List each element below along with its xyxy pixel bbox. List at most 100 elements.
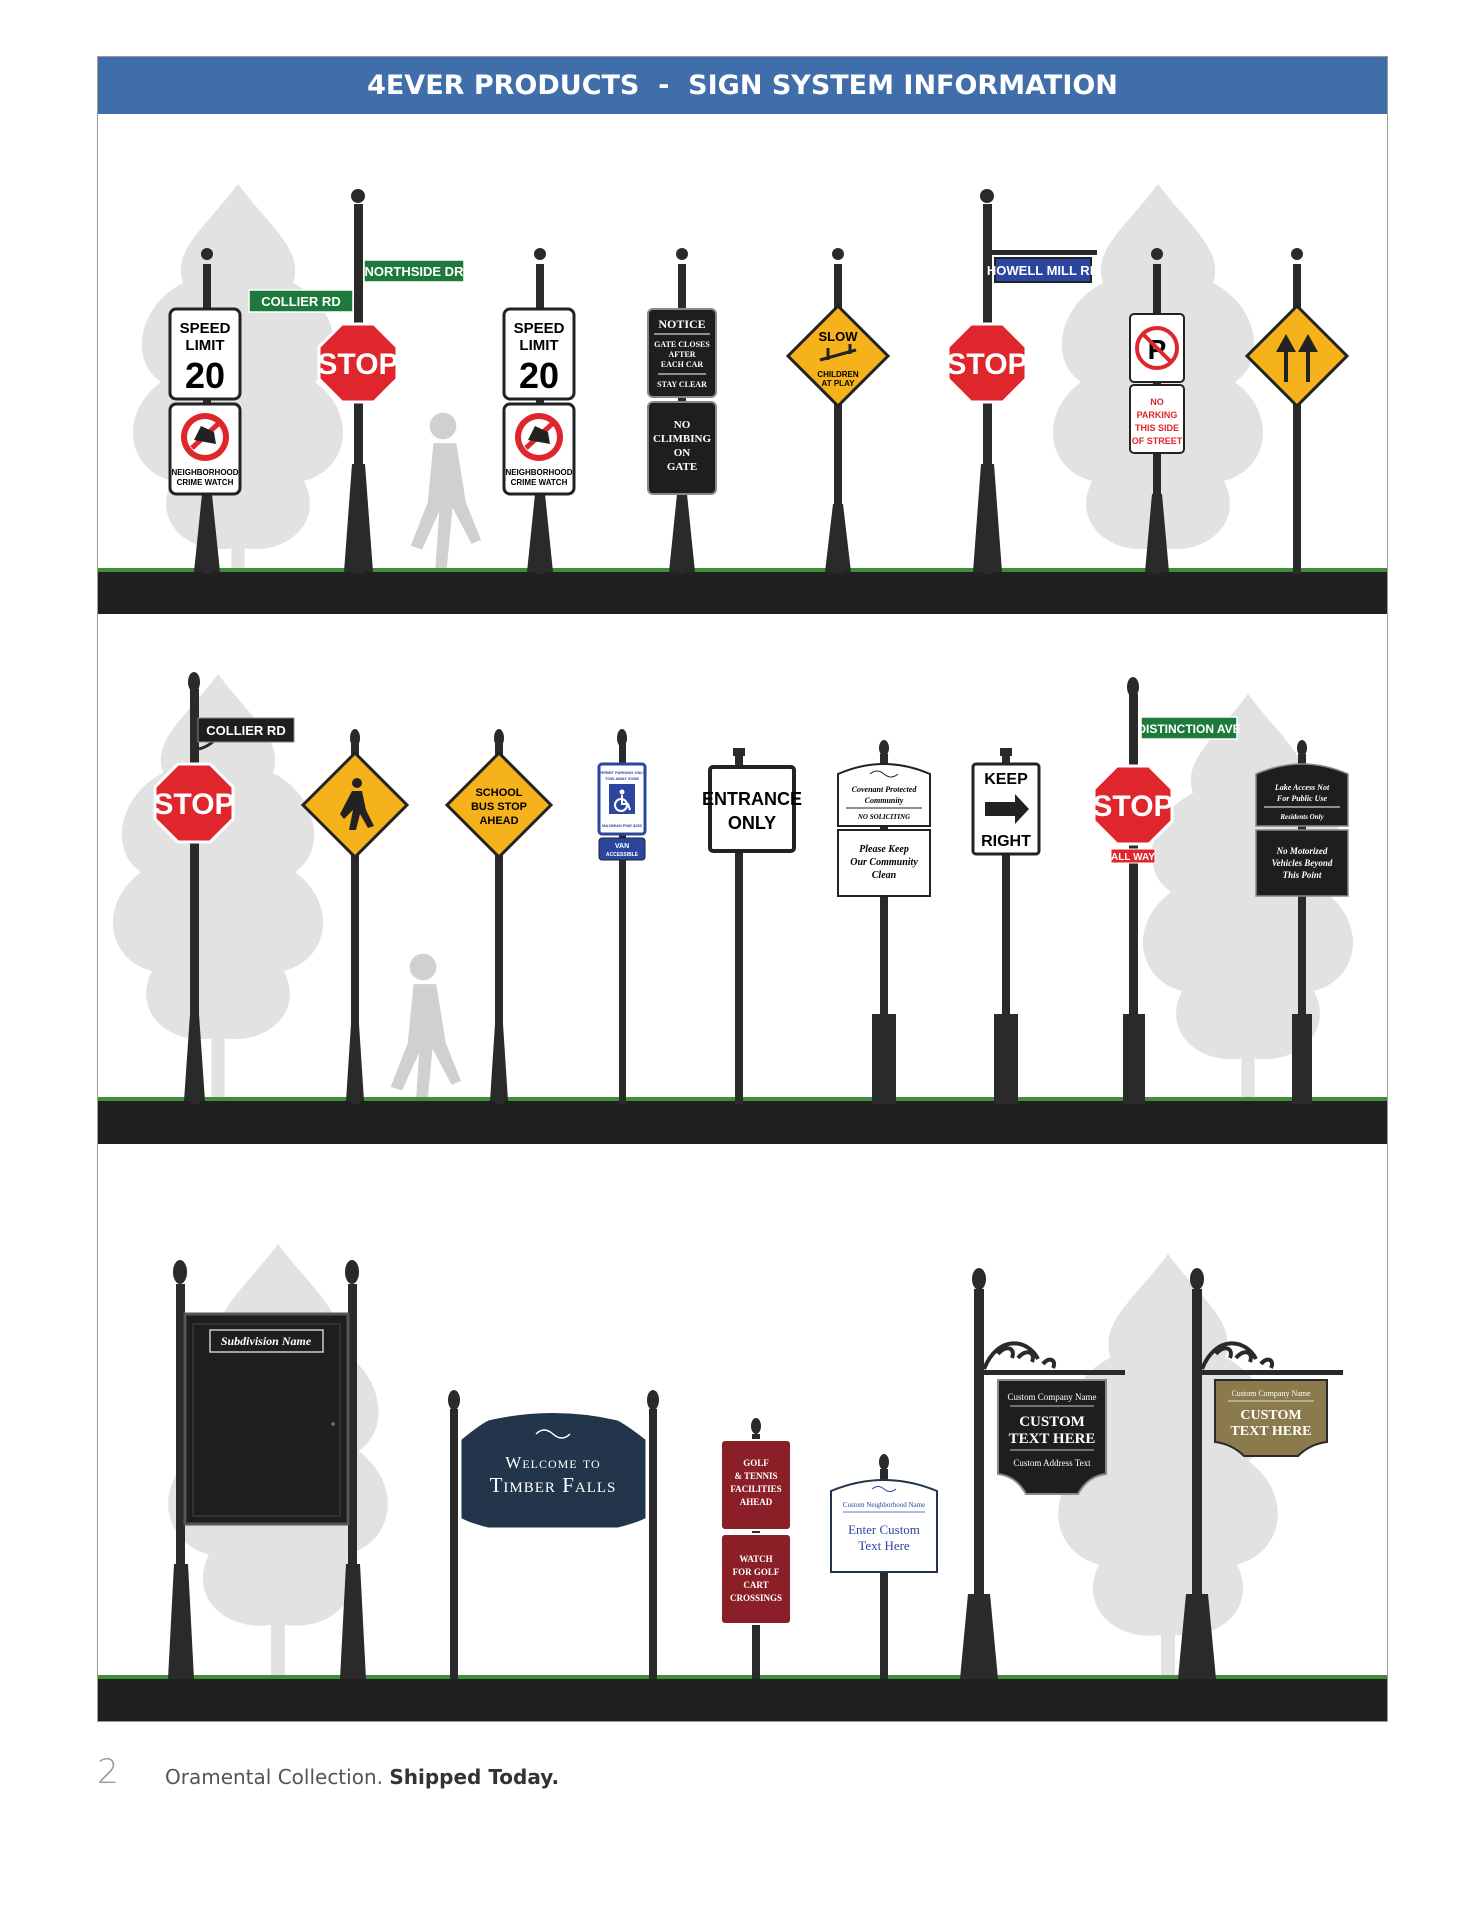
- bulletin-board-kiosk: Subdivision Name: [168, 1260, 366, 1679]
- svg-text:AFTER: AFTER: [668, 350, 695, 359]
- svg-text:KEEP: KEEP: [984, 771, 1028, 788]
- svg-text:OF STREET: OF STREET: [1132, 436, 1183, 446]
- covenant-sign: [837, 763, 931, 827]
- road-strip: [98, 1679, 1387, 1721]
- company-sign-bronze: [1214, 1379, 1328, 1457]
- scroll-ornament-icon: [535, 1429, 571, 1439]
- svg-text:AHEAD: AHEAD: [740, 1497, 773, 1507]
- road-strip: [98, 1101, 1387, 1144]
- speed-limit-sign: [168, 307, 242, 401]
- pedestrian-silhouette: [390, 953, 461, 1110]
- svg-text:SPEED: SPEED: [514, 320, 565, 337]
- page-title: 4EVER PRODUCTS - SIGN SYSTEM INFORMATION: [98, 57, 1387, 114]
- svg-text:RIGHT: RIGHT: [981, 833, 1031, 850]
- svg-text:Custom Company Name: Custom Company Name: [1231, 1389, 1311, 1398]
- handicap-post: PERMIT PARKING ONLY TOW-AWAY ZONE MAXIMU…: [597, 729, 647, 1104]
- svg-text:CROSSINGS: CROSSINGS: [730, 1593, 782, 1603]
- svg-text:CHILDREN: CHILDREN: [817, 370, 859, 379]
- svg-text:CART: CART: [743, 1580, 768, 1590]
- svg-text:ONLY: ONLY: [728, 813, 776, 833]
- svg-text:NO SOLICITING: NO SOLICITING: [857, 813, 910, 821]
- school-bus-post: SCHOOL BUS STOP AHEAD: [444, 729, 554, 1104]
- svg-text:DISTINCTION AVE: DISTINCTION AVE: [1137, 722, 1240, 736]
- svg-text:NEIGHBORHOOD: NEIGHBORHOOD: [505, 468, 572, 477]
- svg-text:Custom Address Text: Custom Address Text: [1013, 1458, 1091, 1468]
- svg-text:20: 20: [185, 355, 225, 396]
- keep-clean-sign: [837, 829, 931, 897]
- svg-text:HOWELL MILL RD: HOWELL MILL RD: [987, 263, 1099, 278]
- no-climbing-sign: [647, 401, 717, 495]
- svg-text:ENTRANCE: ENTRANCE: [702, 789, 802, 809]
- svg-text:EACH CAR: EACH CAR: [661, 360, 704, 369]
- footer-collection-text: Oramental Collection.: [165, 1765, 383, 1789]
- svg-text:GOLF: GOLF: [743, 1458, 769, 1468]
- svg-text:NO: NO: [674, 419, 691, 431]
- svg-text:PERMIT PARKING ONLY: PERMIT PARKING ONLY: [599, 770, 646, 775]
- svg-text:NORTHSIDE DR: NORTHSIDE DR: [365, 264, 465, 279]
- footer-tagline: Oramental Collection. Shipped Today.: [165, 1765, 559, 1789]
- welcome-sign-panel: [458, 1410, 649, 1531]
- stop-collier-post: COLLIER RD STOP: [153, 672, 295, 1104]
- scroll-ornament-icon: [871, 1486, 897, 1492]
- svg-text:STAY CLEAR: STAY CLEAR: [657, 380, 707, 389]
- divided-road-icon: [1276, 334, 1318, 382]
- background-tree: [1058, 1254, 1278, 1721]
- scroll-bracket-icon: [982, 1341, 1056, 1370]
- stop-sign: [946, 322, 1028, 404]
- no-parking-text-sign: [1129, 384, 1185, 454]
- svg-text:Vehicles Beyond: Vehicles Beyond: [1272, 858, 1333, 868]
- speed-limit-post: SPEED LIMIT 20 NEIGHBORHOOD CRIME WATCH: [168, 248, 242, 574]
- street-sign-distinction: [1140, 716, 1238, 740]
- svg-text:SLOW: SLOW: [819, 329, 859, 344]
- subdivision-plaque: [209, 1329, 324, 1353]
- pedestrian-crossing-post: [300, 729, 410, 1104]
- svg-text:Timber Falls: Timber Falls: [490, 1473, 617, 1497]
- row-2-scene: COLLIER RD STOP SCHOOL BUS STOP: [98, 614, 1387, 1144]
- children-play-icon: [819, 344, 857, 362]
- svg-text:GATE: GATE: [667, 461, 697, 473]
- lake-access-sign: [1255, 763, 1349, 827]
- svg-text:Our Community: Our Community: [850, 857, 918, 868]
- no-parking-icon: [1135, 326, 1179, 370]
- svg-text:ON: ON: [674, 447, 691, 459]
- svg-text:LIMIT: LIMIT: [519, 337, 558, 354]
- svg-text:NOTICE: NOTICE: [658, 317, 705, 331]
- svg-text:TEXT HERE: TEXT HERE: [1009, 1431, 1096, 1447]
- van-accessible-sign: [598, 837, 646, 861]
- road-strip: [98, 572, 1387, 614]
- svg-text:Welcome to: Welcome to: [505, 1453, 600, 1472]
- right-arrow-icon: [985, 794, 1029, 824]
- svg-text:MAXIMUM FINE $250: MAXIMUM FINE $250: [602, 823, 643, 828]
- svg-text:& TENNIS: & TENNIS: [734, 1471, 777, 1481]
- svg-text:STOP: STOP: [946, 348, 1027, 381]
- svg-text:Custom Neighborhood Name: Custom Neighborhood Name: [843, 1501, 925, 1509]
- street-sign-collier: [197, 717, 295, 743]
- all-way-plaque: [1110, 848, 1156, 864]
- row-3-scene: Subdivision Name Welcome to Timber Falls…: [98, 1144, 1387, 1721]
- svg-text:VAN: VAN: [615, 843, 629, 850]
- lane-divide-post: [1244, 248, 1350, 574]
- no-motorized-sign: [1255, 829, 1349, 897]
- scroll-ornament-icon: [869, 770, 899, 778]
- hanging-company-sign-post: Custom Company Name CUSTOM TEXT HERE Cus…: [960, 1268, 1125, 1679]
- no-parking-post: P NO PARKING THIS SIDE OF STREET: [1129, 248, 1185, 574]
- stop-sign: [153, 762, 235, 844]
- entrance-post: ENTRANCE ONLY: [702, 748, 802, 1104]
- svg-text:Clean: Clean: [872, 870, 897, 881]
- svg-text:Text Here: Text Here: [858, 1538, 910, 1553]
- covenant-post: Covenant Protected Community NO SOLICITI…: [837, 740, 931, 1104]
- golf-tennis-post: GOLF & TENNIS FACILITIES AHEAD WATCH FOR…: [720, 1418, 792, 1679]
- lake-access-post: Lake Access Not For Public Use Residents…: [1255, 740, 1349, 1104]
- svg-text:AT PLAY: AT PLAY: [822, 379, 856, 388]
- svg-text:THIS SIDE: THIS SIDE: [1135, 423, 1179, 433]
- keep-right-post: KEEP RIGHT: [971, 748, 1041, 1104]
- neighborhood-post: Custom Neighborhood Name Enter Custom Te…: [830, 1454, 938, 1679]
- stop-sign: [317, 322, 399, 404]
- speed-limit-post-2: SPEED LIMIT 20 NEIGHBORHOOD CRIME WATCH: [502, 248, 576, 574]
- svg-text:CUSTOM: CUSTOM: [1240, 1408, 1301, 1423]
- svg-text:NEIGHBORHOOD: NEIGHBORHOOD: [171, 468, 238, 477]
- svg-text:LIMIT: LIMIT: [185, 337, 224, 354]
- sign-catalog-frame: 4EVER PRODUCTS - SIGN SYSTEM INFORMATION: [97, 56, 1388, 1722]
- svg-text:No Motorized: No Motorized: [1276, 846, 1328, 856]
- pedestrian-silhouette: [410, 412, 481, 569]
